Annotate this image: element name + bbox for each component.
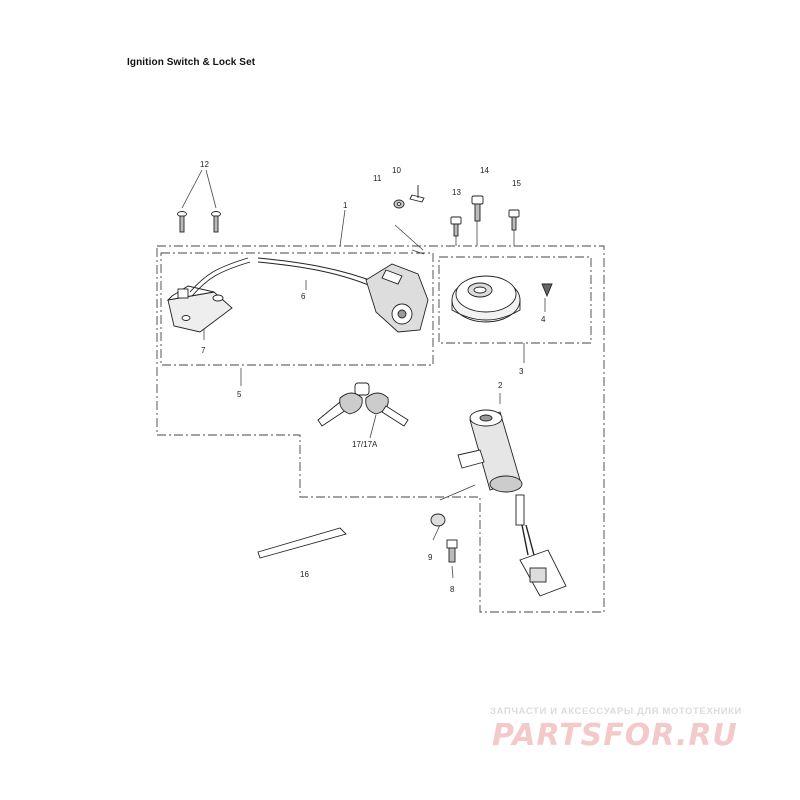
part-10-clip: [409, 185, 425, 203]
part-14-bolt: [471, 195, 484, 222]
callout-16: 16: [300, 570, 309, 579]
callout-4: 4: [541, 315, 546, 324]
callout-12: 12: [200, 160, 209, 169]
kit-outline-1: [156, 245, 605, 613]
kit-outline-5: [160, 252, 434, 366]
part-3-lock-cap: [451, 275, 521, 323]
part-6-cable-end: [365, 263, 429, 333]
part-15-bolt: [508, 209, 520, 231]
part-9-washer: [430, 513, 446, 527]
part-17-keys: [317, 382, 409, 427]
watermark-tagline: ЗАПЧАСТИ И АКСЕССУАРЫ ДЛЯ МОТОТЕХНИКИ: [490, 706, 742, 717]
callout-7: 7: [201, 346, 206, 355]
callout-2: 2: [498, 381, 503, 390]
callout-3: 3: [519, 367, 524, 376]
part-12-screws: [177, 211, 221, 233]
part-4-grommet: [541, 283, 553, 298]
callout-14: 14: [480, 166, 489, 175]
callout-13: 13: [452, 188, 461, 197]
diagram-title: Ignition Switch & Lock Set: [127, 57, 256, 68]
part-8-screw: [446, 539, 458, 563]
callout-17: 17/17A: [352, 440, 378, 449]
part-6-cable: [189, 257, 381, 297]
part-11-washer: [393, 199, 405, 209]
callout-6: 6: [301, 292, 306, 301]
part-7-housing: [166, 285, 233, 333]
callout-11: 11: [373, 174, 382, 183]
callout-5: 5: [237, 390, 242, 399]
callout-10: 10: [392, 166, 401, 175]
part-13-bolt: [450, 216, 462, 237]
part-2-switch: [457, 409, 567, 597]
watermark-logo: PARTSFOR.RU: [492, 718, 738, 753]
callout-8: 8: [450, 585, 455, 594]
callout-9: 9: [428, 553, 433, 562]
callout-15: 15: [512, 179, 521, 188]
kit-outline-3: [438, 256, 592, 344]
part-16-cable-tie: [257, 527, 347, 559]
callout-1: 1: [343, 201, 348, 210]
